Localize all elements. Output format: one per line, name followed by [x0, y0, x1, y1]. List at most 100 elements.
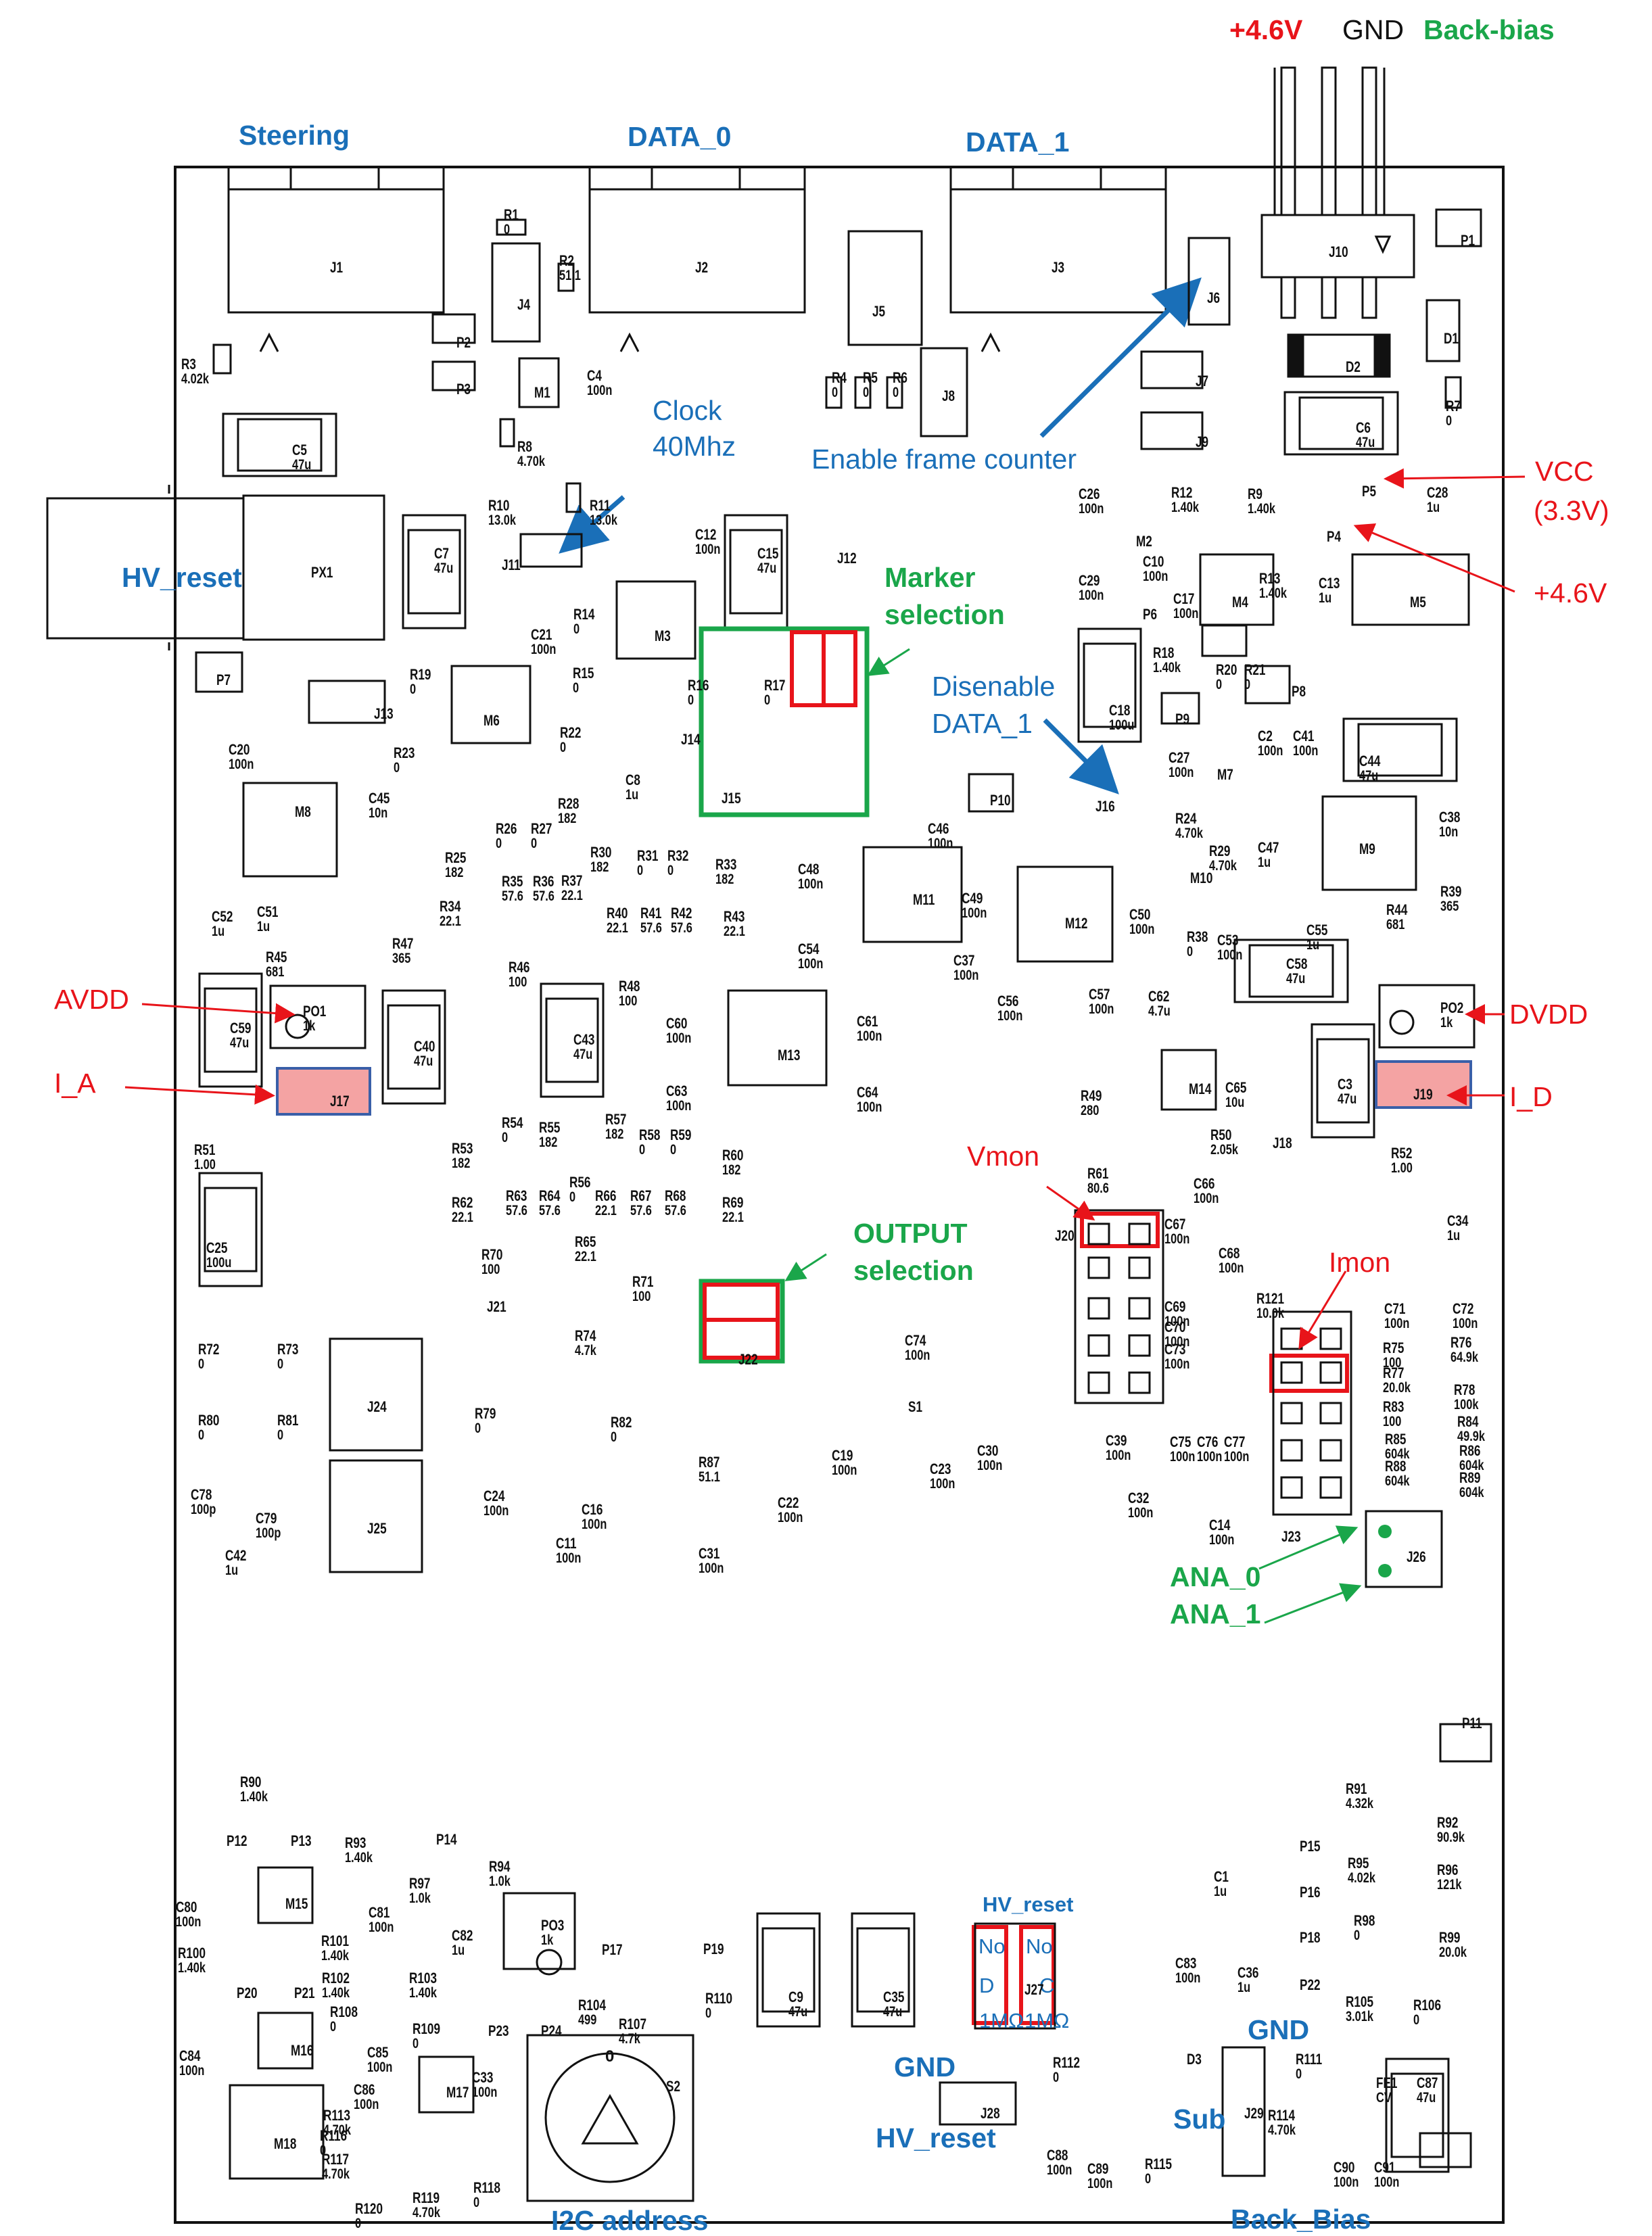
value-r33: 182 [715, 872, 734, 887]
value-c4: 100n [587, 383, 613, 398]
switch-s2 [526, 2034, 694, 2202]
ref-r50: R50 [1210, 1126, 1232, 1143]
ref-c55: C55 [1306, 922, 1328, 938]
value-c69: 100n [1164, 1314, 1190, 1329]
ref-r25: R25 [445, 849, 467, 866]
ic-m18 [229, 2084, 325, 2180]
value-r117: 4.70k [322, 2166, 350, 2182]
ref-po1: PO1 [303, 1003, 327, 1020]
ref-p5: P5 [1362, 483, 1376, 500]
ref-r92: R92 [1437, 1814, 1459, 1831]
ref-m16: M16 [291, 2042, 314, 2059]
output-label-1: OUTPUT [853, 1218, 968, 1249]
value-r4: 0 [832, 385, 839, 400]
connector-j28 [939, 2081, 1017, 2126]
sub-label: Sub [1173, 2103, 1226, 2135]
value-c11: 100n [556, 1550, 582, 1566]
ref-c12: C12 [695, 526, 717, 543]
ref-p8: P8 [1292, 683, 1306, 700]
ref-r46: R46 [509, 959, 530, 976]
ref-c54: C54 [798, 941, 820, 957]
capacitor-c58 [1233, 938, 1349, 1003]
ref-c76: C76 [1197, 1433, 1219, 1450]
value-r20: 0 [1216, 677, 1223, 692]
ref-r22: R22 [560, 724, 582, 741]
power-plus-label: +4.6V [1229, 14, 1303, 45]
value-c40: 47u [414, 1053, 433, 1069]
ref-r17: R17 [764, 677, 786, 694]
connector-j1 [227, 166, 445, 314]
ref-c15: C15 [757, 545, 779, 562]
ref-r54: R54 [502, 1114, 523, 1131]
ref-c4: C4 [587, 367, 602, 384]
ref-r47: R47 [392, 935, 414, 952]
ref-r30: R30 [590, 844, 612, 861]
j27-1m-a: 1MΩ [979, 2009, 1024, 2032]
value-r43: 22.1 [724, 924, 745, 939]
value-r92: 90.9k [1437, 1830, 1465, 1845]
value-r46: 100 [509, 974, 527, 990]
ic-m5 [1351, 553, 1470, 626]
capacitor-c15 [724, 514, 788, 629]
ref-c89: C89 [1087, 2160, 1109, 2177]
ref-p2: P2 [456, 334, 471, 351]
ref-c37: C37 [953, 952, 975, 969]
ic-m9 [1321, 795, 1417, 891]
imon-highlight [1269, 1354, 1349, 1393]
ref-c42: C42 [225, 1547, 247, 1564]
connector-j26 [1365, 1510, 1443, 1588]
value-r103: 1.40k [409, 1985, 437, 2001]
ref-c49: C49 [962, 890, 983, 907]
value-r61: 80.6 [1087, 1181, 1109, 1196]
value-r9: 1.40k [1248, 501, 1275, 517]
ref-p19: P19 [703, 1941, 724, 1957]
value-c30: 100n [977, 1458, 1003, 1473]
value-c27: 100n [1169, 765, 1194, 780]
ref-m14: M14 [1189, 1080, 1212, 1097]
value-r107: 4.7k [619, 2031, 640, 2047]
ref-p13: P13 [291, 1832, 312, 1849]
ref-m6: M6 [483, 712, 500, 729]
steering-label: Steering [239, 120, 350, 151]
value-c84: 100n [179, 2063, 205, 2078]
marker-jumper-j12b [822, 630, 857, 707]
value-c72: 100n [1453, 1316, 1478, 1331]
ref-m9: M9 [1359, 840, 1375, 857]
ref-r67: R67 [630, 1187, 652, 1204]
ref-r2: R2 [559, 252, 574, 269]
value-r121: 10.0k [1256, 1306, 1284, 1321]
value-r78: 100k [1454, 1397, 1479, 1412]
value-r45: 681 [266, 964, 285, 980]
ref-c1: C1 [1214, 1868, 1229, 1885]
ref-r18: R18 [1153, 644, 1175, 661]
value-r41: 57.6 [640, 920, 662, 936]
marker-jumper-j12a [790, 630, 826, 707]
ref-c82: C82 [452, 1927, 473, 1944]
value-r80: 0 [198, 1427, 205, 1443]
ref-r34: R34 [440, 898, 461, 915]
ref-j6: J6 [1207, 289, 1221, 306]
value-c28: 1u [1427, 500, 1440, 515]
ref-r73: R73 [277, 1341, 299, 1358]
ic-m8 [242, 782, 338, 878]
value-r17: 0 [764, 692, 771, 708]
ref-m15: M15 [285, 1895, 308, 1912]
value-c55: 1u [1306, 937, 1320, 953]
value-c91: 100n [1374, 2174, 1400, 2190]
ref-r75: R75 [1383, 1339, 1405, 1356]
ref-j27: J27 [1024, 1981, 1044, 1998]
value-r38: 0 [1187, 944, 1194, 959]
ref-j19: J19 [1413, 1086, 1433, 1103]
vcc-label-2: (3.3V) [1534, 495, 1609, 526]
ref-c43: C43 [573, 1031, 595, 1048]
value-r16: 0 [688, 692, 694, 708]
ref-r93: R93 [345, 1834, 367, 1851]
ref-j14: J14 [681, 731, 701, 748]
ref-j10: J10 [1329, 243, 1348, 260]
value-r53: 182 [452, 1156, 471, 1171]
ref-j29: J29 [1244, 2105, 1264, 2122]
ref-c30: C30 [977, 1442, 999, 1459]
value-r93: 1.40k [345, 1850, 373, 1865]
value-po3: 1k [541, 1932, 554, 1948]
value-c66: 100n [1194, 1191, 1219, 1206]
